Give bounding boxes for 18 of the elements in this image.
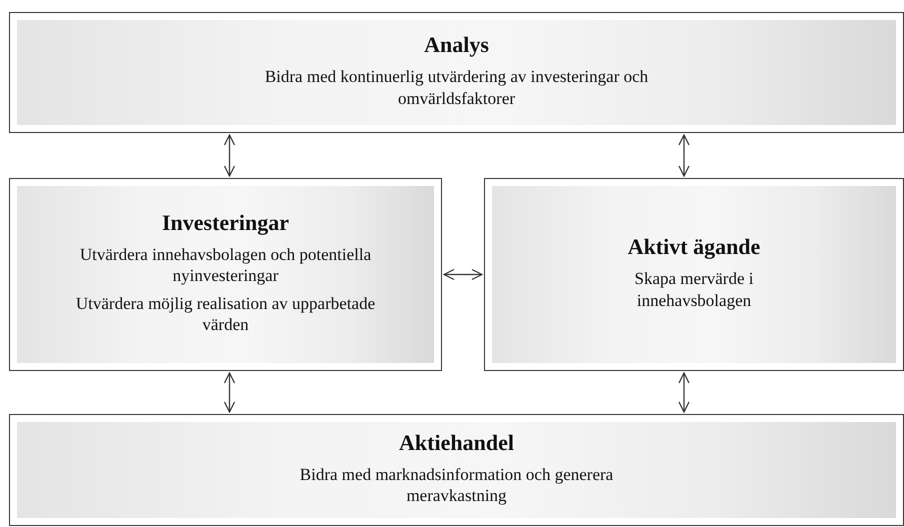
box-description: Bidra med kontinuerlig utvärdering av investeringar och omvärldsfaktorer — [264, 66, 650, 109]
process-box — [9, 178, 442, 371]
box-description: Bidra med marknadsinformation och generera meravkastning — [298, 464, 614, 506]
box-description: Skapa mervärde i innehavsbolagen — [634, 268, 754, 311]
box-heading: Aktivt ägande — [628, 234, 760, 260]
process-box — [9, 414, 904, 526]
process-box — [9, 12, 904, 133]
double-arrow — [678, 134, 690, 177]
double-arrow — [443, 268, 483, 280]
box-heading: Analys — [424, 32, 489, 58]
box-heading: Aktiehandel — [399, 430, 514, 456]
double-arrow — [224, 372, 236, 413]
box-description: Utvärdera innehavsbolagen och potentiella nyinvesteringar — [78, 244, 372, 286]
box-heading: Investeringar — [162, 210, 290, 236]
double-arrow — [224, 134, 236, 177]
double-arrow — [678, 372, 690, 413]
process-box — [484, 178, 904, 371]
box-description: Utvärdera möjlig realisation av upparbetade värden — [76, 292, 376, 335]
